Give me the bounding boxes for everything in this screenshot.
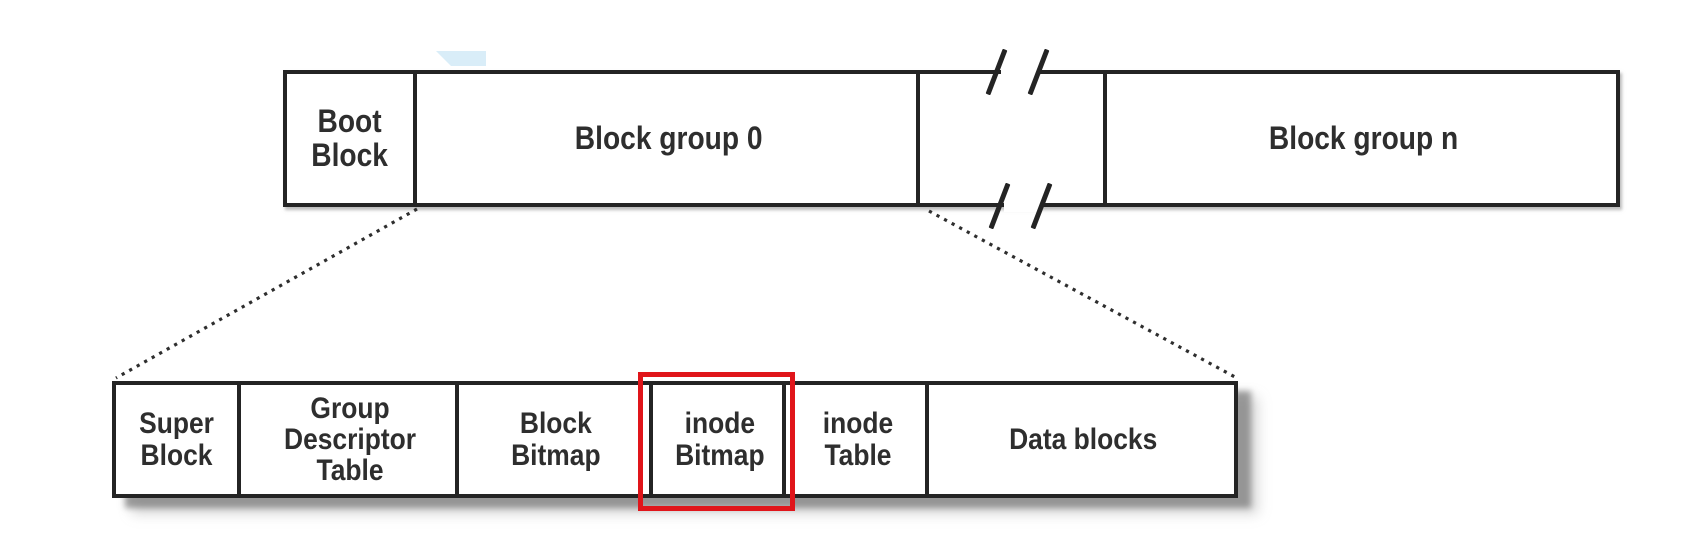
cell-block-group-0: Block group 0	[421, 74, 920, 203]
cell-block-bitmap: Block Bitmap	[463, 385, 653, 494]
cell-data-blocks: Data blocks	[933, 385, 1234, 494]
inode-bitmap-highlight-box	[638, 372, 795, 511]
block-bitmap-label: Block Bitmap	[511, 407, 601, 472]
scan-artifact-blue	[436, 51, 486, 66]
cell-group-descriptor-table: Group Descriptor Table	[245, 385, 459, 494]
block-group-0-label: Block group 0	[574, 119, 763, 156]
break-border-gap-top	[1001, 65, 1037, 78]
expansion-line-left	[115, 207, 418, 380]
cell-break-gap	[924, 74, 1107, 203]
inode-table-label: inode Table	[822, 407, 893, 472]
cell-inode-table: inode Table	[790, 385, 929, 494]
cell-super-block: Super Block	[116, 385, 241, 494]
inode-bitmap-label: inode Bitmap	[674, 407, 765, 472]
cell-block-group-n: Block group n	[1111, 74, 1616, 203]
cell-inode-bitmap: inode Bitmap	[657, 385, 786, 494]
expansion-line-right	[928, 209, 1236, 379]
block-group-n-label: Block group n	[1268, 119, 1459, 156]
disk-layout-bar: Boot Block Block group 0 Block group n	[283, 70, 1620, 207]
group-descriptor-table-label: Group Descriptor Table	[283, 391, 417, 488]
super-block-label: Super Block	[139, 407, 214, 472]
break-border-gap-bottom	[1004, 199, 1040, 212]
cell-boot-block: Boot Block	[287, 74, 417, 203]
boot-block-label: Boot Block	[311, 103, 389, 173]
block-group-detail-bar: Super Block Group Descriptor Table Block…	[112, 381, 1238, 498]
data-blocks-label: Data blocks	[1009, 422, 1158, 456]
